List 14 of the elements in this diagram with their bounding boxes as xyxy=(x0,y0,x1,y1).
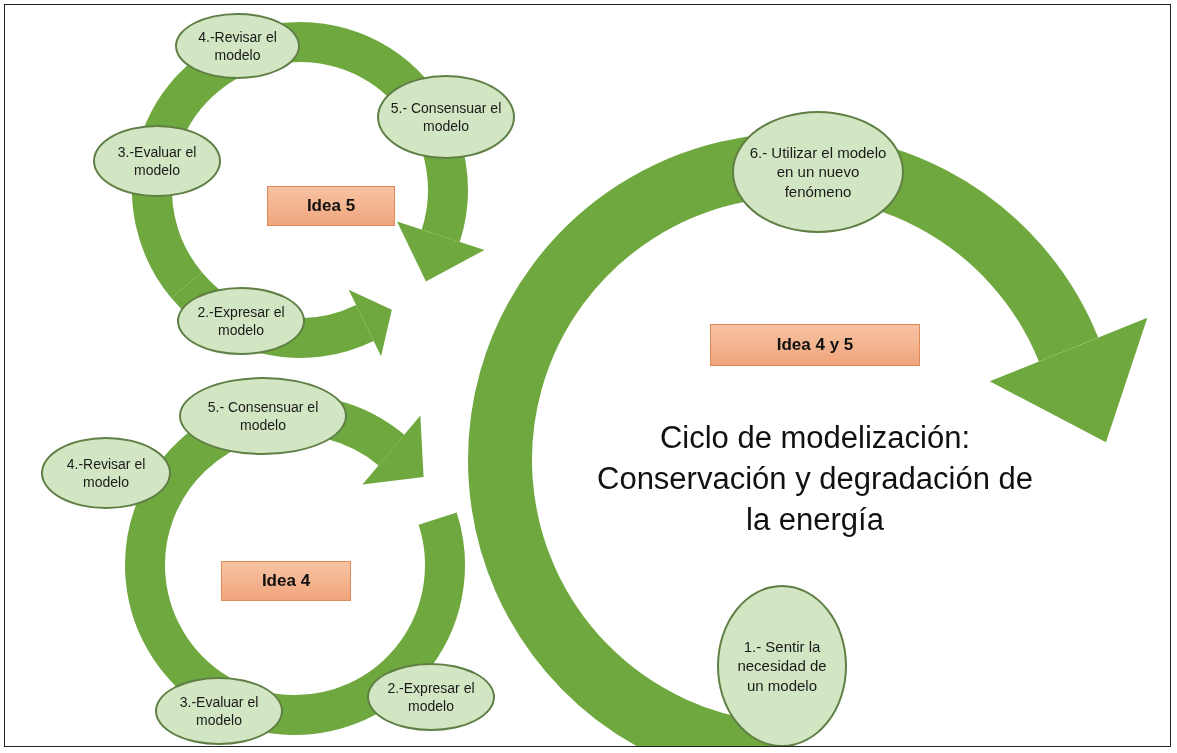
step-ellipse: 4.-Revisar el modelo xyxy=(41,437,171,509)
step-ellipse: 2.-Expresar el modelo xyxy=(177,287,305,355)
idea-label-box: Idea 5 xyxy=(267,186,395,226)
step-ellipse: 1.- Sentir la necesidad de un modelo xyxy=(717,585,847,746)
step-ellipse: 6.- Utilizar el modelo en un nuevo fenómeno xyxy=(732,111,904,233)
idea-label-box: Idea 4 y 5 xyxy=(710,324,920,366)
step-ellipse: 2.-Expresar el modelo xyxy=(367,663,495,731)
step-ellipse: 4.-Revisar el modelo xyxy=(175,13,300,79)
diagram-title: Ciclo de modelización: Conservación y degradación de la energía xyxy=(596,419,1034,540)
step-ellipse: 5.- Consensuar el modelo xyxy=(377,75,515,159)
step-ellipse: 3.-Evaluar el modelo xyxy=(93,125,221,197)
idea-label-box: Idea 4 xyxy=(221,561,351,601)
step-ellipse: 5.- Consensuar el modelo xyxy=(179,377,347,455)
step-ellipse: 3.-Evaluar el modelo xyxy=(155,677,283,745)
